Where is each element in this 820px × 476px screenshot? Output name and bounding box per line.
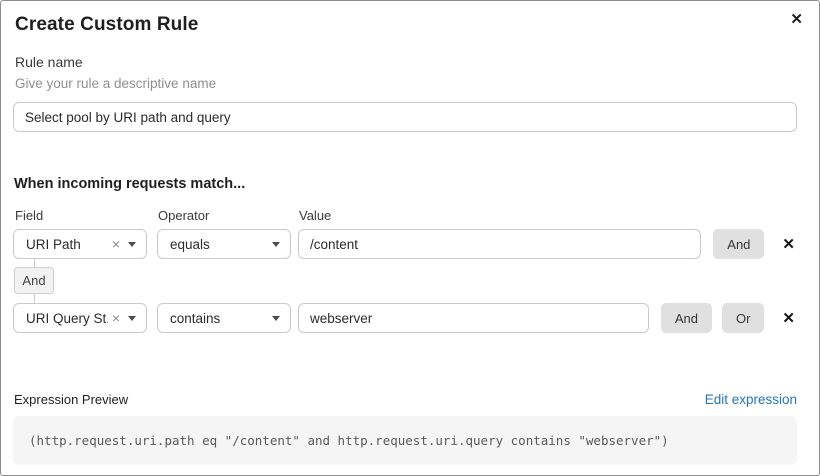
field-select[interactable]: URI Path × <box>13 229 147 259</box>
connector-line <box>33 259 35 267</box>
expression-preview-section: Expression Preview Edit expression (http… <box>13 392 797 465</box>
value-column-label: Value <box>299 208 332 223</box>
chevron-down-icon <box>128 241 136 247</box>
condition-connector: And <box>14 259 54 303</box>
operator-select[interactable]: equals <box>157 229 291 259</box>
rule-name-section: Rule name Give your rule a descriptive n… <box>13 54 797 132</box>
rule-name-label: Rule name <box>15 54 83 70</box>
remove-condition-icon[interactable]: ✕ <box>782 309 795 327</box>
field-column-label: Field <box>15 208 44 223</box>
close-icon[interactable]: ✕ <box>786 8 807 31</box>
operator-select-value: contains <box>170 310 221 326</box>
condition-row-1: URI Path × equals And ✕ <box>13 229 797 259</box>
and-button[interactable]: And <box>713 229 765 259</box>
field-select[interactable]: URI Query St... × <box>13 303 147 333</box>
match-section: When incoming requests match... Field Op… <box>13 176 797 333</box>
operator-select-value: equals <box>170 236 210 252</box>
edit-expression-link[interactable]: Edit expression <box>704 392 797 407</box>
expression-preview-label: Expression Preview <box>14 392 129 407</box>
operator-select[interactable]: contains <box>157 303 291 333</box>
value-input[interactable] <box>298 229 702 259</box>
chevron-down-icon <box>272 241 280 247</box>
field-select-value: URI Query St... <box>26 310 108 326</box>
rule-name-helper: Give your rule a descriptive name <box>15 76 217 91</box>
clear-icon[interactable]: × <box>111 310 120 326</box>
or-button[interactable]: Or <box>721 303 765 333</box>
expression-code-block: (http.request.uri.path eq "/content" and… <box>13 416 797 465</box>
and-button[interactable]: And <box>660 303 712 333</box>
clear-icon[interactable]: × <box>111 236 120 252</box>
rule-name-input[interactable] <box>13 102 797 132</box>
field-select-value: URI Path <box>26 236 81 252</box>
page-title: Create Custom Rule <box>15 14 199 35</box>
connector-line <box>33 294 35 303</box>
chevron-down-icon <box>272 315 280 321</box>
condition-row-2: URI Query St... × contains And Or ✕ <box>13 303 797 333</box>
value-input[interactable] <box>298 303 649 333</box>
and-connector-badge[interactable]: And <box>14 267 54 294</box>
remove-condition-icon[interactable]: ✕ <box>782 235 795 253</box>
expression-code: (http.request.uri.path eq "/content" and… <box>29 433 669 448</box>
expression-preview-header: Expression Preview Edit expression <box>13 392 797 407</box>
column-labels: Field Operator Value <box>13 208 797 223</box>
chevron-down-icon <box>128 315 136 321</box>
operator-column-label: Operator <box>158 208 210 223</box>
match-heading: When incoming requests match... <box>14 176 246 192</box>
